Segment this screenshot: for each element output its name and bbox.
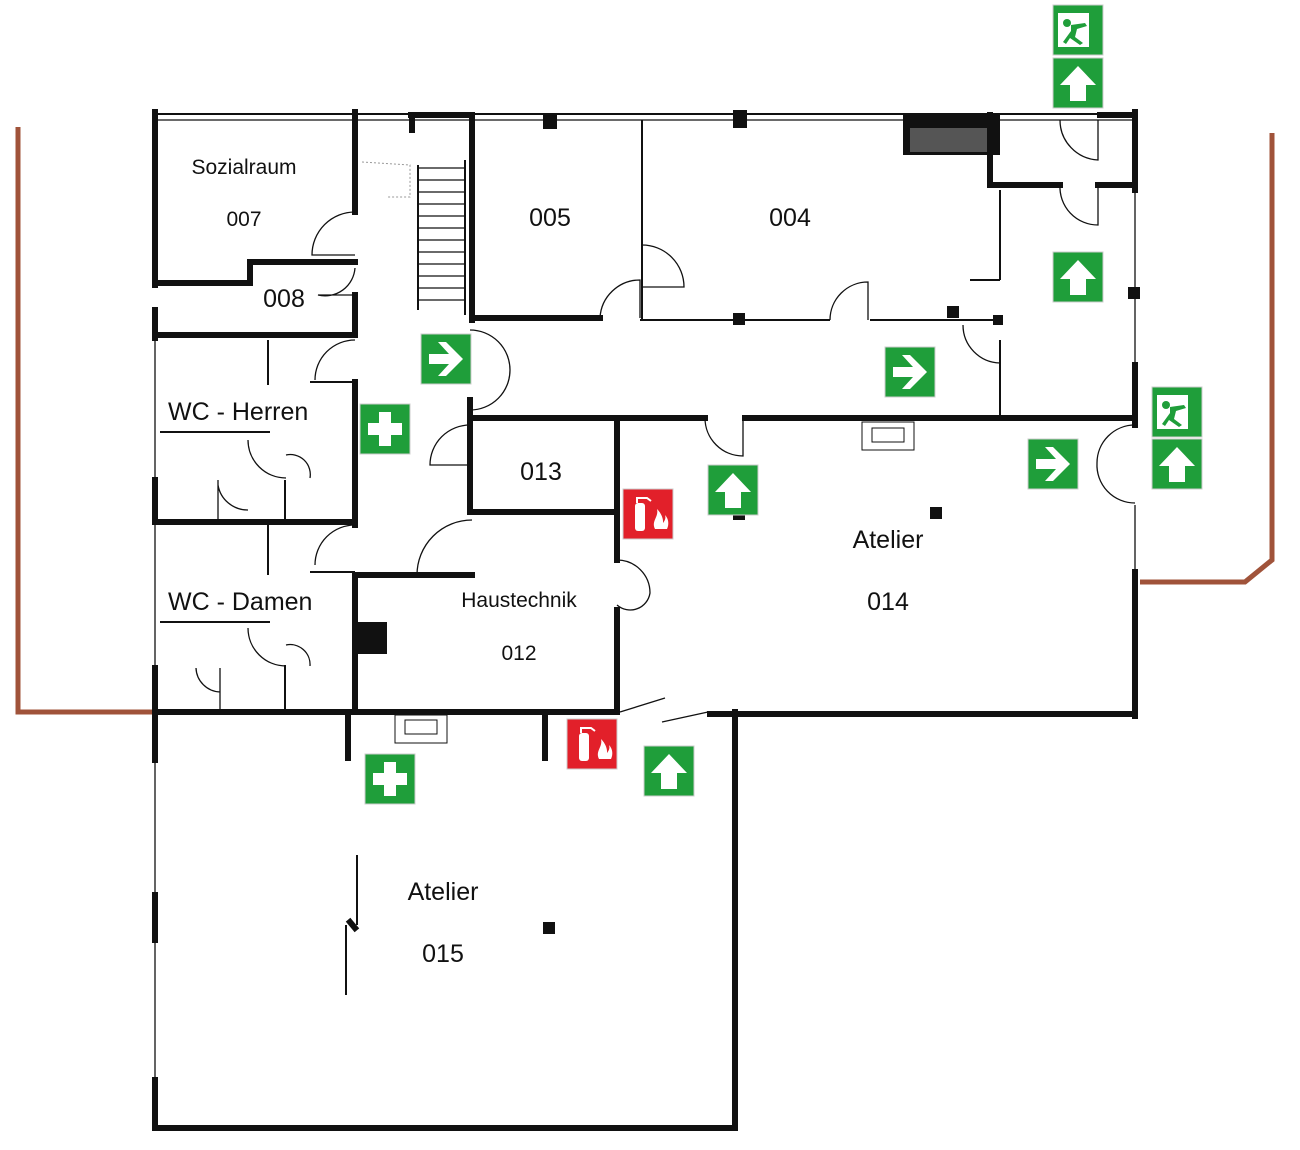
room-013-number: 013 (520, 458, 562, 486)
arrow-up-icon (707, 464, 759, 516)
arrow-up-icon (1151, 438, 1203, 490)
room-wc-damen-name: WC - Damen (168, 588, 312, 616)
fire-extinguisher-icon (566, 718, 618, 770)
fire-extinguisher-icon (622, 488, 674, 540)
room-015-number: 015 (422, 940, 464, 968)
first-aid-icon (364, 753, 416, 805)
room-012-number: 012 (501, 642, 536, 665)
room-015-name: Atelier (408, 878, 479, 906)
room-014-number: 014 (867, 588, 909, 616)
property-boundary (15, 127, 1275, 715)
arrow-right-icon (420, 333, 472, 385)
room-005-number: 005 (529, 204, 571, 232)
room-004-number: 004 (769, 204, 811, 232)
arrow-up-icon (643, 745, 695, 797)
room-wc-herren-name: WC - Herren (168, 398, 308, 426)
room-014-name: Atelier (853, 526, 924, 554)
arrow-right-icon (1027, 438, 1079, 490)
emergency-exit-icon (1052, 4, 1104, 56)
room-007-name: Sozialraum (191, 156, 296, 179)
arrow-right-icon (884, 346, 936, 398)
emergency-exit-icon (1151, 386, 1203, 438)
room-012-name: Haustechnik (461, 589, 577, 612)
walls (152, 109, 1140, 1131)
arrow-up-icon (1052, 57, 1104, 109)
room-007-number: 007 (226, 208, 261, 231)
arrow-up-icon (1052, 251, 1104, 303)
room-008-number: 008 (263, 285, 305, 313)
doors (195, 119, 1136, 710)
first-aid-icon (359, 403, 411, 455)
